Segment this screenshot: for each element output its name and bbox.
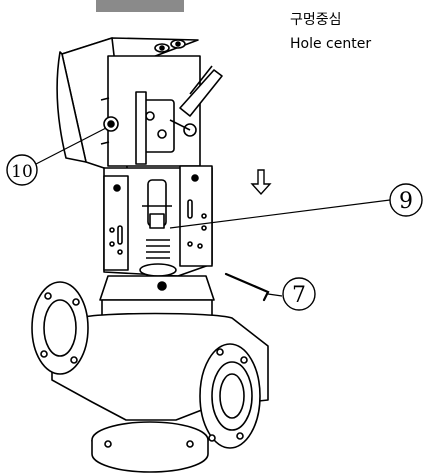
feedback-lever	[179, 69, 223, 117]
actuator-side-panel	[56, 51, 87, 163]
valve-bonnet	[99, 275, 215, 301]
hex-key	[224, 272, 270, 302]
svg-text:10: 10	[11, 162, 33, 182]
valve-body	[31, 275, 269, 473]
note-hole-center: Hole center	[290, 36, 371, 52]
note-korean: 구멍중심	[290, 12, 342, 28]
direction-arrow	[250, 169, 272, 196]
stem-nut	[139, 263, 177, 277]
svg-text:9: 9	[399, 189, 413, 214]
bracket-left-plate	[103, 175, 129, 271]
mounting-bracket	[103, 165, 213, 277]
leader-line-7	[267, 293, 283, 297]
callout-7: 7	[282, 277, 316, 311]
stem-spring	[146, 239, 170, 259]
bracket-right-plate	[179, 165, 213, 267]
actuator	[56, 37, 223, 177]
svg-text:7: 7	[292, 283, 306, 308]
callout-10: 10	[6, 154, 38, 186]
leader-line-10	[35, 127, 107, 165]
grey-tab	[96, 0, 184, 12]
leader-line-9	[169, 199, 391, 229]
callout-9: 9	[389, 183, 423, 217]
bracket-strip	[135, 91, 147, 165]
